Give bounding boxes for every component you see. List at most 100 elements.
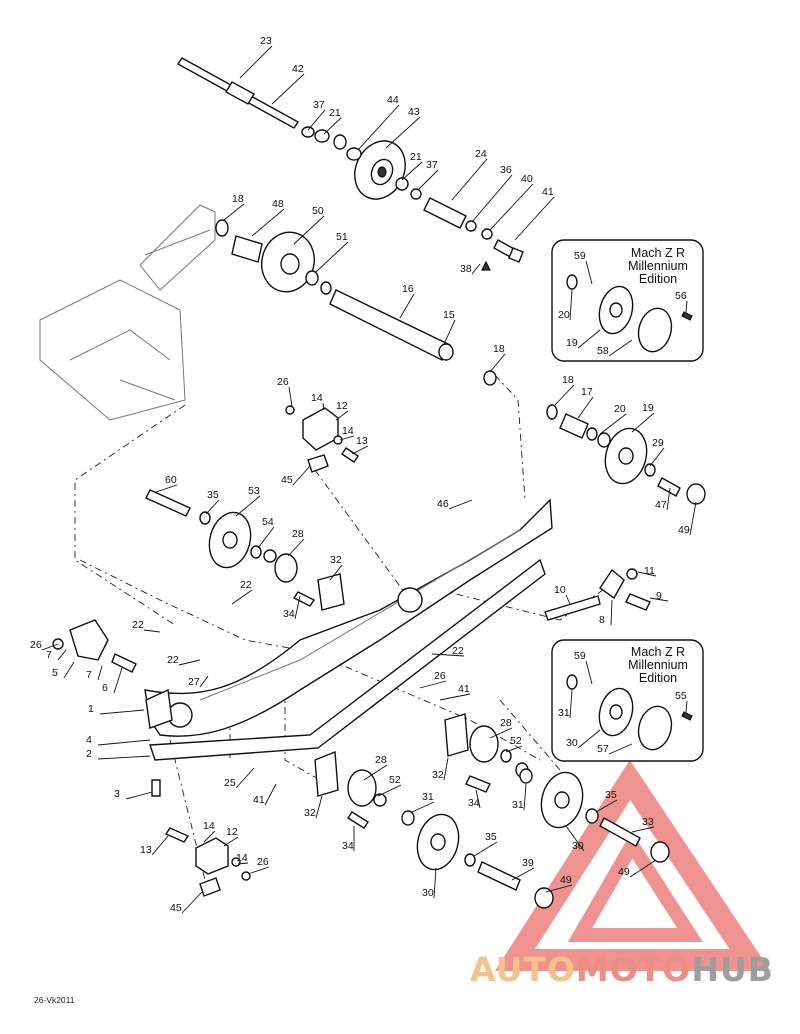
callout-label-c14b: 14 bbox=[342, 425, 354, 437]
callout-label-c3: 3 bbox=[114, 788, 120, 800]
callout-label-c41c: 41 bbox=[253, 794, 265, 806]
callout-label-c26d: 26 bbox=[257, 856, 269, 868]
callout-label-c47: 47 bbox=[655, 499, 667, 511]
wheel-50 bbox=[215, 219, 332, 295]
callout-label-c13b: 13 bbox=[140, 844, 152, 856]
callout-leader-c28b bbox=[363, 764, 388, 781]
callout-leader-c14a bbox=[322, 402, 325, 411]
callout-leader-c16 bbox=[399, 293, 415, 319]
bumper-7 bbox=[52, 619, 137, 673]
callout-leader-c45a bbox=[292, 465, 311, 486]
shaft-23 bbox=[176, 57, 300, 129]
callout-leader-c38 bbox=[471, 263, 481, 275]
idler-wheel-43 bbox=[354, 140, 406, 200]
callout-label-c43: 43 bbox=[408, 106, 420, 118]
callout-leader-c35b bbox=[595, 799, 618, 813]
callout-label-c31a: 31 bbox=[422, 791, 434, 803]
callout-leader-c41c bbox=[264, 783, 277, 806]
callout-leader-b2c59 bbox=[585, 660, 593, 685]
callout-leader-c49a bbox=[689, 501, 697, 536]
callout-leader-c18a bbox=[223, 203, 245, 221]
callout-leader-c24 bbox=[451, 158, 488, 201]
callout-label-b2c55: 55 bbox=[675, 690, 687, 702]
callout-label-c12a: 12 bbox=[336, 400, 348, 412]
callout-leader-c23 bbox=[239, 45, 273, 79]
callout-leader-c34a bbox=[294, 595, 301, 620]
callout-label-c30b: 30 bbox=[422, 887, 434, 899]
callout-label-c16: 16 bbox=[402, 283, 414, 295]
callout-label-c21b: 21 bbox=[410, 151, 422, 163]
callout-label-c32a: 32 bbox=[330, 554, 342, 566]
callout-leader-c52b bbox=[505, 745, 523, 753]
watermark-triangle bbox=[494, 759, 771, 971]
callout-label-c22d: 22 bbox=[452, 645, 464, 657]
callout-leader-c31b bbox=[523, 783, 527, 811]
callout-leader-c32b bbox=[315, 795, 323, 819]
ghost-frame-top-left bbox=[39, 204, 216, 421]
inset-box-2-title-line-2: Millennium bbox=[628, 658, 688, 672]
inset-box-2-title-line-3: Edition bbox=[639, 671, 677, 685]
wheel-30-right bbox=[519, 768, 670, 863]
slider-block-32-low-right bbox=[444, 713, 529, 793]
callout-label-c25: 25 bbox=[224, 777, 236, 789]
callout-label-c28a: 28 bbox=[292, 528, 304, 540]
callout-label-c51: 51 bbox=[336, 231, 348, 243]
callout-leader-c32a bbox=[329, 564, 343, 581]
callout-label-c2: 2 bbox=[86, 748, 92, 760]
callout-label-c9: 9 bbox=[656, 590, 662, 602]
callout-label-c50: 50 bbox=[312, 205, 324, 217]
callout-leader-c21b bbox=[401, 161, 423, 181]
callout-label-c49c: 49 bbox=[560, 874, 572, 886]
callout-label-c5: 5 bbox=[52, 667, 58, 679]
callout-leader-c13a bbox=[351, 445, 369, 455]
callout-leader-c20a bbox=[599, 413, 627, 435]
callout-label-b2c31: 31 bbox=[558, 707, 570, 719]
callout-label-c18a: 18 bbox=[232, 193, 244, 205]
callout-label-b2c57: 57 bbox=[597, 743, 609, 755]
callout-leader-c7a bbox=[57, 649, 67, 661]
callout-label-c32b: 32 bbox=[304, 807, 316, 819]
callout-leader-c8 bbox=[610, 599, 613, 626]
callout-label-c53: 53 bbox=[248, 485, 260, 497]
callout-label-c60: 60 bbox=[165, 474, 177, 486]
callout-label-c41a: 41 bbox=[542, 186, 554, 198]
callout-label-c27: 27 bbox=[188, 676, 200, 688]
callout-label-c21a: 21 bbox=[329, 107, 341, 119]
callout-label-c11: 11 bbox=[644, 565, 655, 577]
inset-box-1-title-line-1: Mach Z R bbox=[631, 246, 685, 260]
callout-leader-c3 bbox=[125, 791, 153, 800]
slider-block-32-low-left bbox=[314, 750, 387, 829]
callout-label-c37b: 37 bbox=[426, 159, 438, 171]
callout-leader-c30a bbox=[565, 825, 585, 852]
callout-leader-c9 bbox=[649, 597, 669, 602]
callout-label-c28c: 28 bbox=[500, 717, 512, 729]
callout-leader-c19a bbox=[631, 412, 655, 433]
callout-label-c46: 46 bbox=[437, 498, 449, 510]
callout-leader-c5 bbox=[63, 661, 75, 679]
callout-label-c35c: 35 bbox=[485, 831, 497, 843]
callout-leader-c42 bbox=[271, 73, 305, 105]
watermark-logo-part-3: HUB bbox=[691, 950, 774, 989]
callout-label-b2c30: 30 bbox=[566, 737, 578, 749]
callout-label-c23: 23 bbox=[260, 35, 272, 47]
callout-leader-c14c bbox=[203, 830, 216, 843]
callout-leader-c43 bbox=[385, 116, 421, 149]
wheel-53 bbox=[145, 489, 298, 583]
callout-label-c30a: 30 bbox=[572, 840, 584, 852]
callout-leader-c4 bbox=[97, 739, 151, 746]
callout-leader-c60 bbox=[155, 484, 178, 493]
callout-label-c44: 44 bbox=[387, 94, 399, 106]
callout-label-c49a: 49 bbox=[678, 524, 690, 536]
callout-leader-c35c bbox=[473, 841, 498, 857]
callout-leader-c30b bbox=[433, 867, 437, 899]
callout-leader-c54 bbox=[257, 526, 275, 549]
callout-label-c52b: 52 bbox=[510, 735, 522, 747]
callout-leader-c27 bbox=[199, 675, 209, 688]
callout-leader-c11 bbox=[637, 571, 657, 577]
callout-leader-c14d bbox=[237, 862, 249, 865]
callout-label-c6: 6 bbox=[102, 682, 108, 694]
callout-leader-c41b bbox=[439, 693, 471, 701]
callout-leader-c29 bbox=[649, 447, 665, 467]
bolt-41-top bbox=[481, 239, 524, 271]
callout-label-c34b: 34 bbox=[342, 840, 354, 852]
